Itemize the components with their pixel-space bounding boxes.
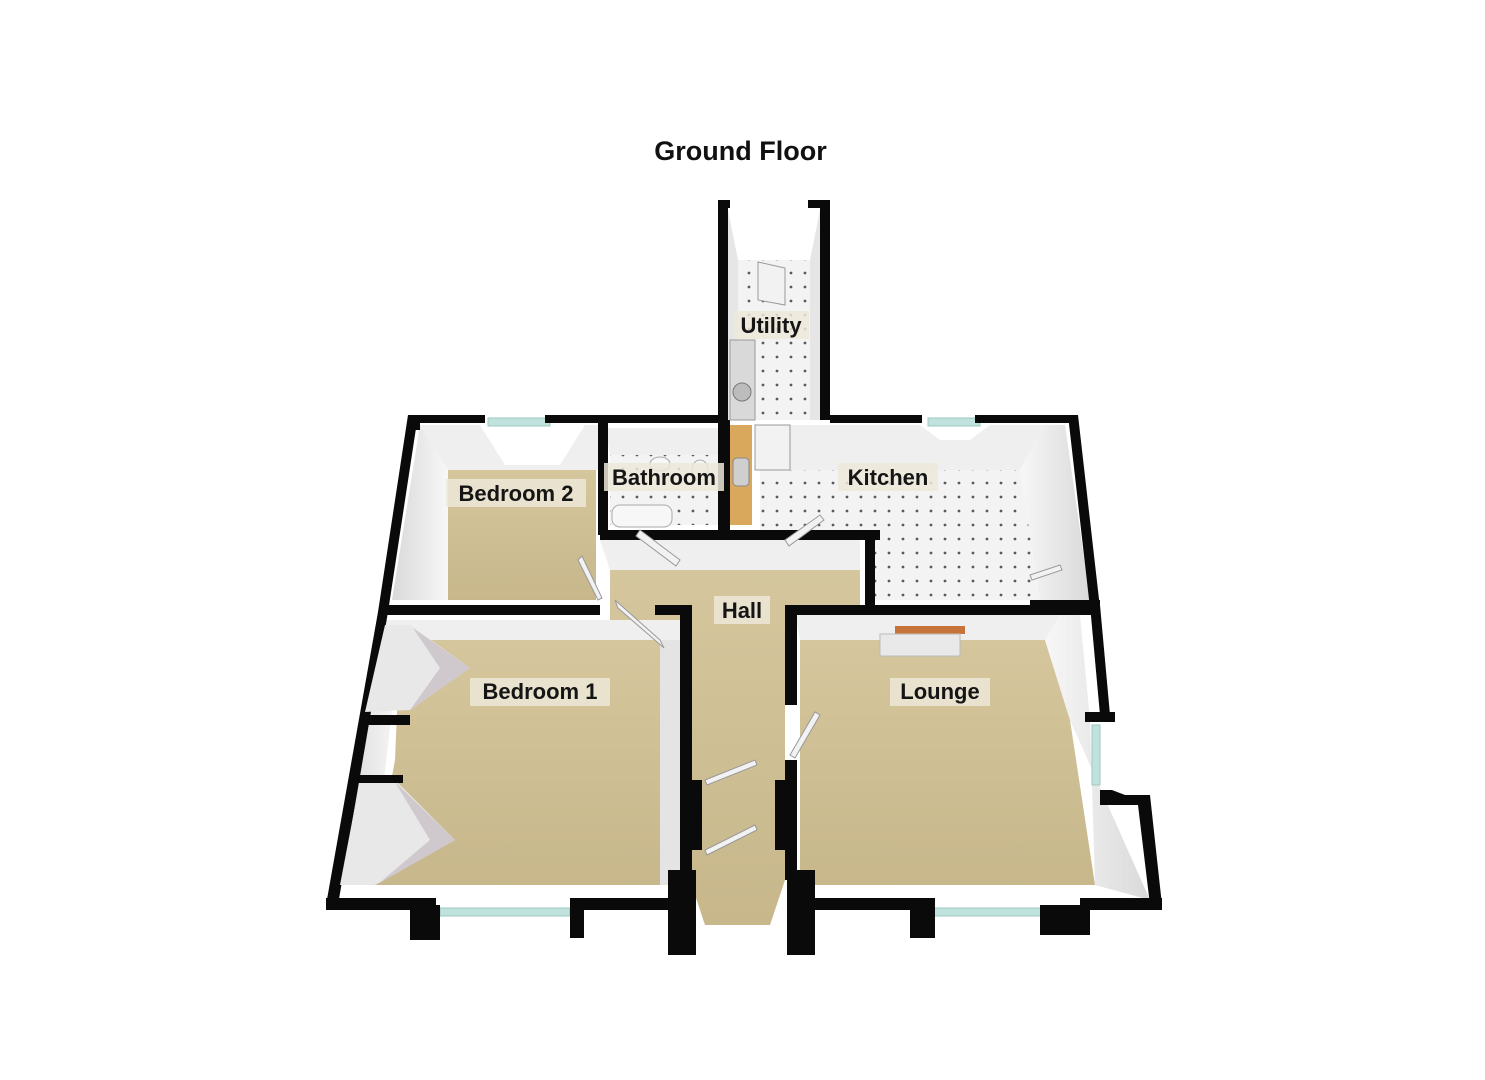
utility-floor bbox=[738, 260, 810, 420]
kitchen-cupboard-door bbox=[1029, 564, 1063, 581]
bath-tub bbox=[611, 504, 673, 528]
room-labels: Utility Bathroom Bedroom 2 Kitchen Hall … bbox=[446, 311, 990, 706]
wardrobes bbox=[340, 625, 470, 885]
hall-label: Hall bbox=[722, 598, 762, 623]
utility-back-door bbox=[757, 261, 786, 306]
hall-floor bbox=[610, 570, 860, 925]
lounge-top-wall bbox=[790, 605, 1100, 615]
fireplace-hearth bbox=[879, 633, 961, 657]
bedroom1-window bbox=[439, 907, 571, 917]
lounge-window-front bbox=[924, 907, 1046, 917]
utility-door bbox=[754, 424, 791, 471]
entrance-wall-right bbox=[787, 870, 815, 955]
utility-wall-left bbox=[718, 200, 728, 530]
doors bbox=[577, 261, 1063, 856]
bedroom2-door bbox=[577, 555, 603, 601]
kitchen-window bbox=[927, 417, 981, 427]
utility-label: Utility bbox=[740, 313, 802, 338]
kitchen-floor bbox=[760, 470, 1040, 600]
right-outer-wall bbox=[1090, 605, 1110, 715]
floor-title-text: Ground Floor bbox=[654, 136, 827, 166]
utility-wall-right bbox=[820, 200, 830, 420]
bedroom1-label: Bedroom 1 bbox=[483, 679, 598, 704]
fixtures bbox=[611, 339, 965, 657]
utility-worktop bbox=[729, 339, 756, 421]
hall-door-1 bbox=[704, 759, 758, 786]
kitchen-label: Kitchen bbox=[848, 465, 929, 490]
bathroom-door bbox=[635, 529, 681, 567]
bedroom2-label: Bedroom 2 bbox=[459, 481, 574, 506]
bedroom2-window bbox=[487, 417, 551, 427]
left-outer-wall bbox=[378, 415, 418, 612]
fireplace-mantel bbox=[895, 626, 965, 634]
top-wall-left bbox=[408, 415, 485, 430]
lounge-window bbox=[1091, 724, 1101, 786]
walls bbox=[326, 200, 1162, 955]
top-wall-right bbox=[830, 415, 922, 423]
kitchen-door bbox=[784, 514, 825, 547]
hall-door-2 bbox=[704, 824, 758, 856]
floor-title: Ground Floor bbox=[0, 136, 1485, 167]
bedroom-divider-wall bbox=[380, 605, 600, 615]
lounge-floor bbox=[800, 640, 1095, 885]
lounge-label: Lounge bbox=[900, 679, 979, 704]
entrance-wall-left bbox=[668, 870, 696, 955]
bathroom-label: Bathroom bbox=[612, 465, 716, 490]
lounge-door bbox=[789, 711, 821, 759]
bedroom1-door bbox=[614, 599, 665, 649]
